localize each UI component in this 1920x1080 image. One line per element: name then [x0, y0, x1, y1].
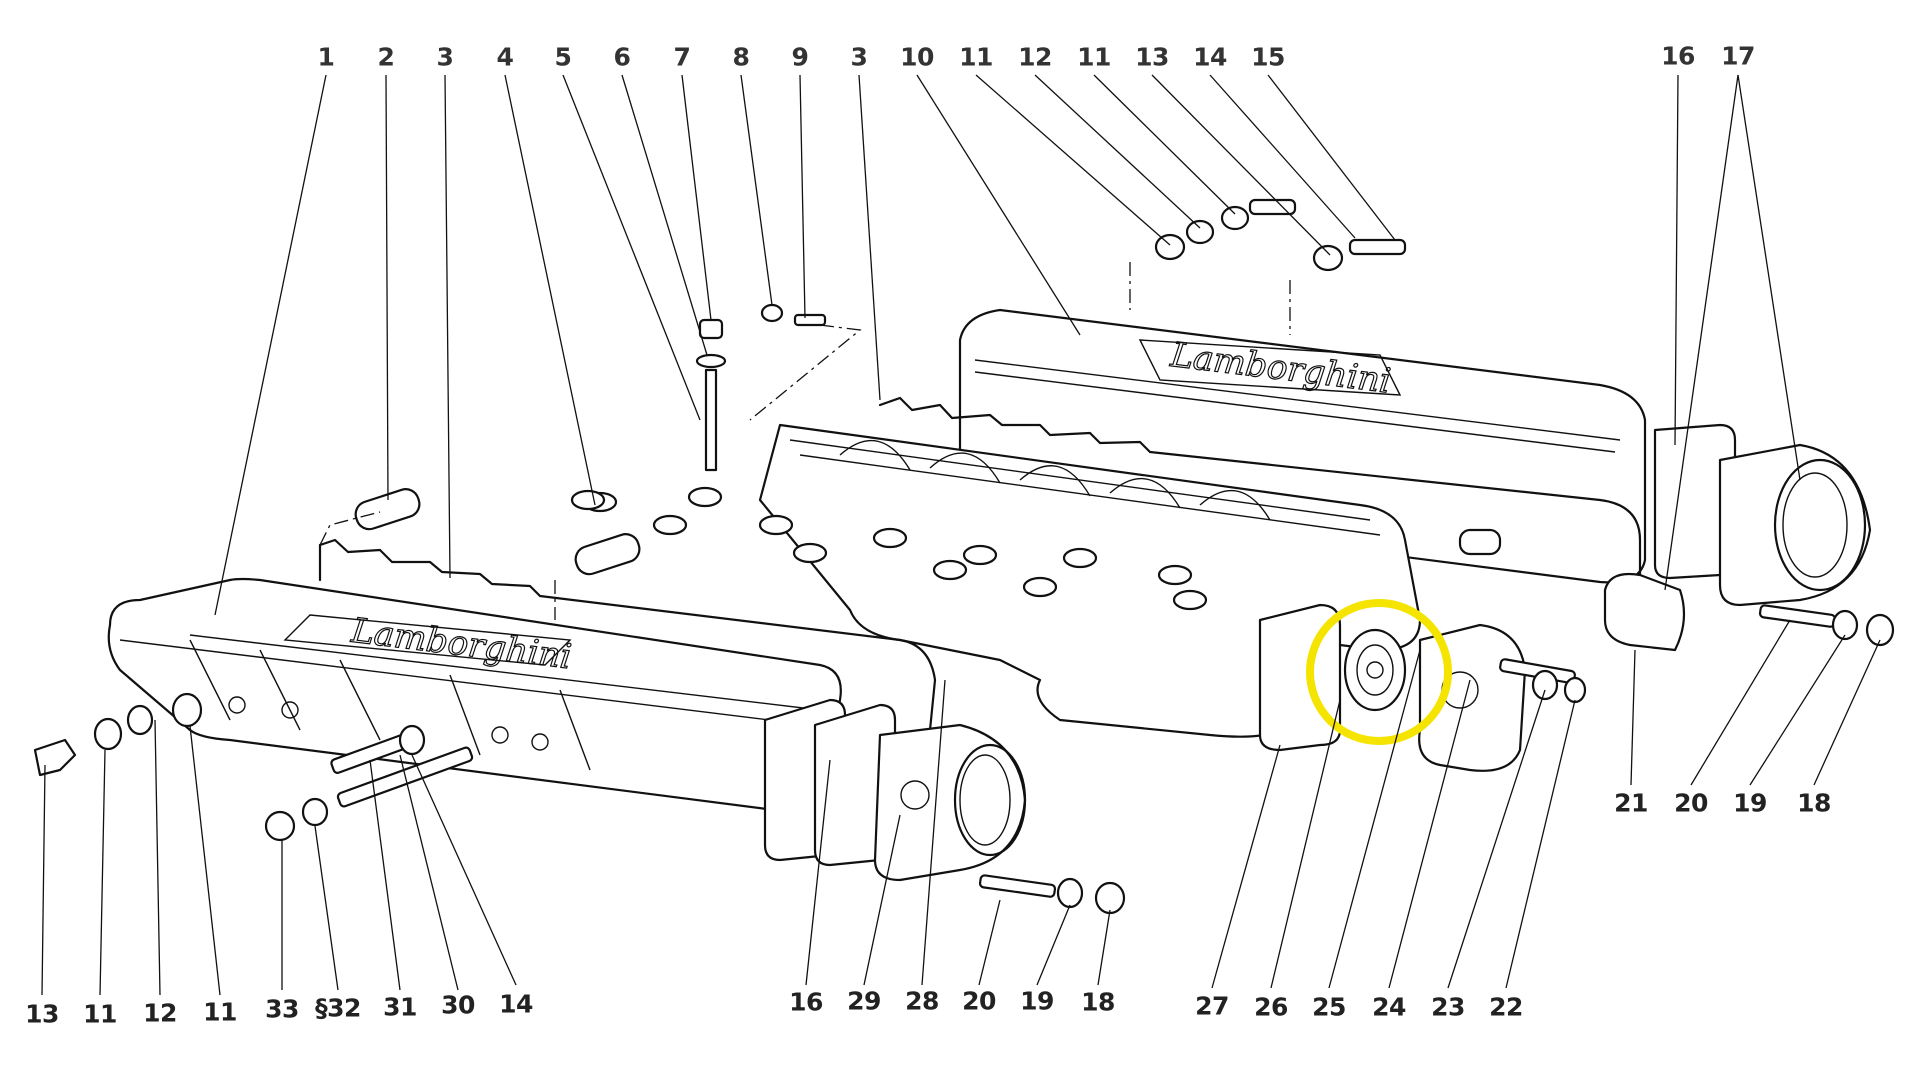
leader-line	[1674, 74, 1679, 446]
leader-line	[1151, 74, 1331, 256]
callout-label: 10	[900, 42, 934, 72]
leader-line	[399, 754, 459, 991]
leader-line	[314, 825, 339, 991]
leader-line	[621, 74, 708, 356]
leader-line	[1209, 74, 1356, 239]
leader-line	[1267, 74, 1396, 241]
callout-label: 4	[496, 42, 514, 72]
callout-label: 3	[850, 42, 868, 72]
callout-label: 25	[1312, 992, 1346, 1022]
callout-label: 31	[383, 992, 417, 1022]
callout-label: 3	[436, 42, 454, 72]
callout-label: 15	[1251, 42, 1285, 72]
callout-label: 16	[789, 987, 823, 1017]
leader-line	[1211, 744, 1281, 989]
leader-line	[1505, 699, 1576, 989]
hardware-fasteners	[33, 198, 1895, 915]
callout-label: 18	[1081, 987, 1115, 1017]
callout-label: 16	[1661, 41, 1695, 71]
rear-gasket	[878, 396, 1642, 612]
leader-line	[1097, 909, 1111, 986]
callout-label: 11	[83, 999, 117, 1029]
callout-label: 12	[143, 998, 177, 1028]
leader-lines	[41, 74, 1881, 996]
leader-line	[1328, 649, 1421, 989]
highlight-circle	[1306, 599, 1452, 745]
callout-label: 5	[554, 42, 572, 72]
leader-line	[504, 74, 596, 506]
leader-line	[41, 764, 46, 996]
manifold-runners	[582, 423, 1422, 738]
front-gasket	[318, 538, 937, 732]
callout-label: 11	[1077, 42, 1111, 72]
leader-line	[189, 725, 221, 996]
callout-label: 20	[962, 986, 996, 1016]
leader-line	[1630, 649, 1636, 786]
callout-label: 13	[1135, 42, 1169, 72]
front-plenum-cover: Lamborghini	[107, 577, 842, 814]
callout-label: 30	[441, 990, 475, 1020]
leader-line	[444, 74, 451, 579]
callout-label: 14	[499, 989, 533, 1019]
leader-line	[214, 74, 327, 616]
leader-line	[1737, 74, 1801, 481]
callout-label: 21	[1614, 788, 1648, 818]
leader-line	[1270, 699, 1341, 989]
callout-label: 20	[1674, 788, 1708, 818]
callout-label: 7	[673, 42, 691, 72]
callout-label: 29	[847, 986, 881, 1016]
callout-label: 22	[1489, 992, 1523, 1022]
callout-label: 17	[1721, 41, 1755, 71]
callout-label: 19	[1733, 788, 1767, 818]
callout-label: 23	[1431, 992, 1465, 1022]
leader-line	[1034, 74, 1201, 229]
callout-label: §32	[315, 993, 361, 1023]
callout-label: 11	[959, 42, 993, 72]
leader-line	[1036, 904, 1071, 986]
leader-line	[411, 754, 517, 986]
leader-line	[385, 74, 389, 501]
leader-line	[740, 74, 773, 306]
callout-label: 2	[377, 42, 395, 72]
callout-label: 14	[1193, 42, 1227, 72]
leader-line	[1664, 74, 1739, 591]
callout-label: 18	[1797, 788, 1831, 818]
leader-line	[978, 899, 1001, 986]
leader-line	[858, 74, 881, 401]
leader-line	[805, 759, 831, 986]
callout-label: 19	[1020, 986, 1054, 1016]
leader-line	[99, 749, 106, 996]
leader-line	[1749, 634, 1846, 786]
callout-label: 24	[1372, 992, 1406, 1022]
leader-line	[681, 74, 712, 321]
callout-label: 6	[613, 42, 631, 72]
leader-line	[1690, 619, 1791, 786]
callout-label: 11	[203, 997, 237, 1027]
callout-label: 33	[265, 994, 299, 1024]
leader-line	[562, 74, 701, 421]
rear-throttle-assembly	[1603, 423, 1872, 652]
callout-label: 1	[317, 42, 335, 72]
front-throttle-assembly	[763, 698, 1027, 882]
leader-line	[1388, 679, 1471, 989]
callout-label: 26	[1254, 992, 1288, 1022]
leader-line	[1447, 689, 1546, 989]
leader-line	[1813, 639, 1881, 786]
leader-line	[369, 759, 401, 991]
leader-line	[154, 719, 161, 996]
callout-label: 28	[905, 986, 939, 1016]
leader-line	[1093, 74, 1236, 215]
leader-line	[863, 814, 901, 986]
leader-line	[921, 679, 946, 986]
leader-line	[799, 74, 806, 319]
leader-line	[916, 74, 1081, 336]
leader-line	[975, 74, 1171, 246]
callout-label: 9	[791, 42, 809, 72]
callout-label: 12	[1018, 42, 1052, 72]
callout-label: 13	[25, 999, 59, 1029]
alignment-lines	[319, 262, 1291, 620]
callout-label: 27	[1195, 991, 1229, 1021]
callout-label: 8	[732, 42, 750, 72]
